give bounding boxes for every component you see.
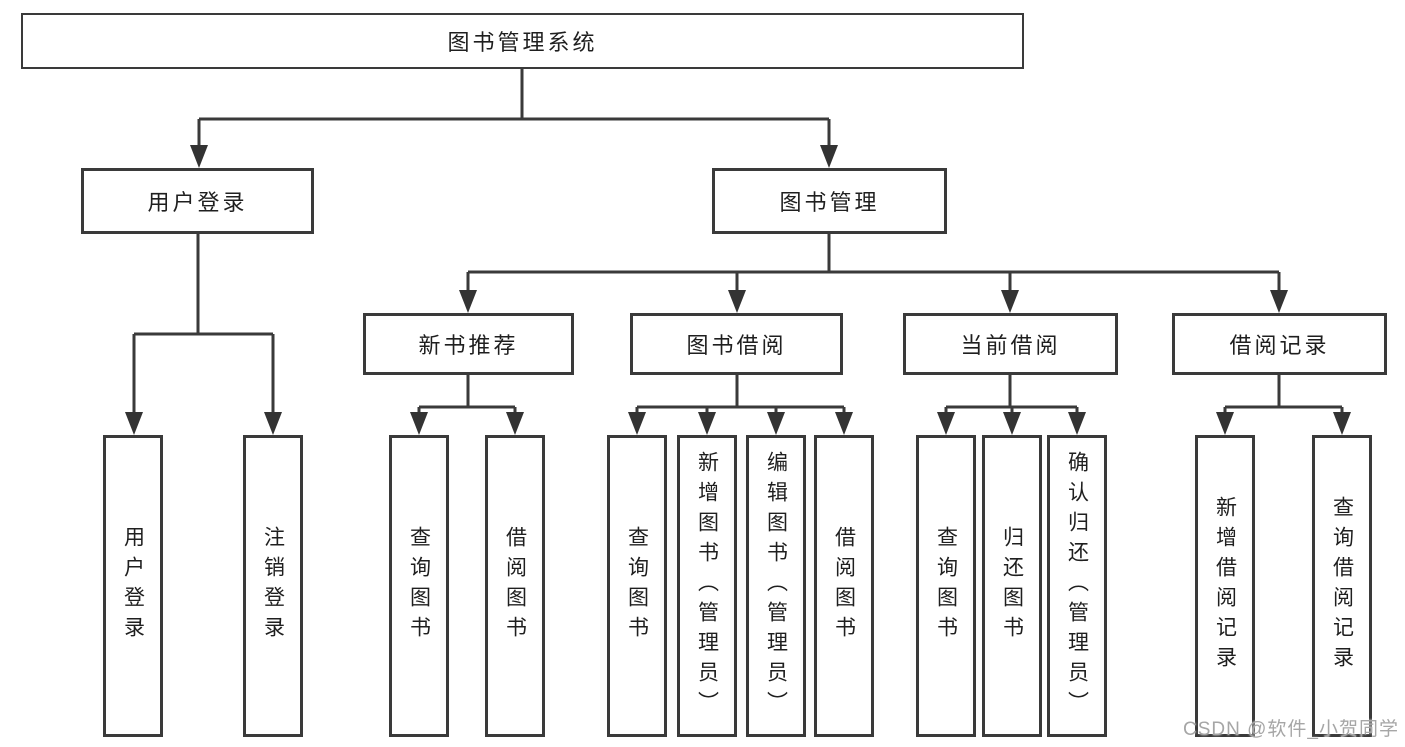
arrow-down-icon <box>1333 412 1351 435</box>
leaf-query-books-current: 查询图书 <box>916 435 976 737</box>
leaf-label: 确认归还（管理员） <box>1065 451 1089 721</box>
arrow-down-icon <box>506 412 524 435</box>
leaf-label: 借阅图书 <box>832 526 856 646</box>
connector-borrow-records <box>1216 375 1351 435</box>
node-borrow-records: 借阅记录 <box>1172 313 1387 375</box>
connector-user-login <box>125 233 282 435</box>
leaf-label: 查询图书 <box>625 526 649 646</box>
connector-book-management <box>459 234 1288 313</box>
leaf-edit-book-admin: 编辑图书（管理员） <box>746 435 806 737</box>
node-label: 图书借阅 <box>686 333 787 358</box>
arrow-down-icon <box>728 290 746 313</box>
node-label: 新书推荐 <box>418 333 519 358</box>
node-label: 当前借阅 <box>960 333 1061 358</box>
arrow-down-icon <box>459 290 477 313</box>
arrow-down-icon <box>190 145 208 168</box>
leaf-label: 编辑图书（管理员） <box>764 451 788 721</box>
arrow-down-icon <box>1001 290 1019 313</box>
leaf-confirm-return-admin: 确认归还（管理员） <box>1047 435 1107 737</box>
leaf-add-borrow-record: 新增借阅记录 <box>1195 435 1255 737</box>
leaf-query-books-recommend: 查询图书 <box>389 435 449 737</box>
arrow-down-icon <box>835 412 853 435</box>
node-current-borrow: 当前借阅 <box>903 313 1118 375</box>
node-label: 用户登录 <box>147 190 248 215</box>
arrow-down-icon <box>767 412 785 435</box>
node-library-management-system: 图书管理系统 <box>21 13 1024 69</box>
arrow-down-icon <box>1068 412 1086 435</box>
node-book-management: 图书管理 <box>712 168 947 234</box>
connector-current-borrow <box>937 375 1086 435</box>
leaf-borrow-books-recommend: 借阅图书 <box>485 435 545 737</box>
leaf-label: 查询图书 <box>407 526 431 646</box>
arrow-down-icon <box>1003 412 1021 435</box>
connector-book-borrow <box>628 375 853 435</box>
leaf-label: 新增借阅记录 <box>1213 496 1237 676</box>
leaf-logout: 注销登录 <box>243 435 303 737</box>
leaf-borrow-books: 借阅图书 <box>814 435 874 737</box>
leaf-label: 用户登录 <box>121 526 145 646</box>
leaf-label: 查询图书 <box>934 526 958 646</box>
arrow-down-icon <box>410 412 428 435</box>
arrow-down-icon <box>1216 412 1234 435</box>
leaf-query-books-borrow: 查询图书 <box>607 435 667 737</box>
leaf-label: 归还图书 <box>1000 526 1024 646</box>
arrow-down-icon <box>937 412 955 435</box>
arrow-down-icon <box>820 145 838 168</box>
leaf-label: 注销登录 <box>261 526 285 646</box>
node-user-login: 用户登录 <box>81 168 314 234</box>
arrow-down-icon <box>125 412 143 435</box>
leaf-label: 新增图书（管理员） <box>695 451 719 721</box>
leaf-label: 借阅图书 <box>503 526 527 646</box>
leaf-add-book-admin: 新增图书（管理员） <box>677 435 737 737</box>
csdn-watermark: CSDN @软件_小贺同学 <box>1183 719 1399 740</box>
node-new-book-recommend: 新书推荐 <box>363 313 574 375</box>
connector-root <box>190 69 838 168</box>
node-label: 图书管理 <box>779 190 880 215</box>
arrow-down-icon <box>628 412 646 435</box>
leaf-query-borrow-record: 查询借阅记录 <box>1312 435 1372 737</box>
node-label: 图书管理系统 <box>447 30 598 55</box>
node-label: 借阅记录 <box>1229 333 1330 358</box>
node-book-borrow: 图书借阅 <box>630 313 843 375</box>
arrow-down-icon <box>698 412 716 435</box>
connector-new-book-recommend <box>410 375 524 435</box>
arrow-down-icon <box>264 412 282 435</box>
arrow-down-icon <box>1270 290 1288 313</box>
leaf-label: 查询借阅记录 <box>1330 496 1354 676</box>
leaf-user-login: 用户登录 <box>103 435 163 737</box>
leaf-return-books: 归还图书 <box>982 435 1042 737</box>
